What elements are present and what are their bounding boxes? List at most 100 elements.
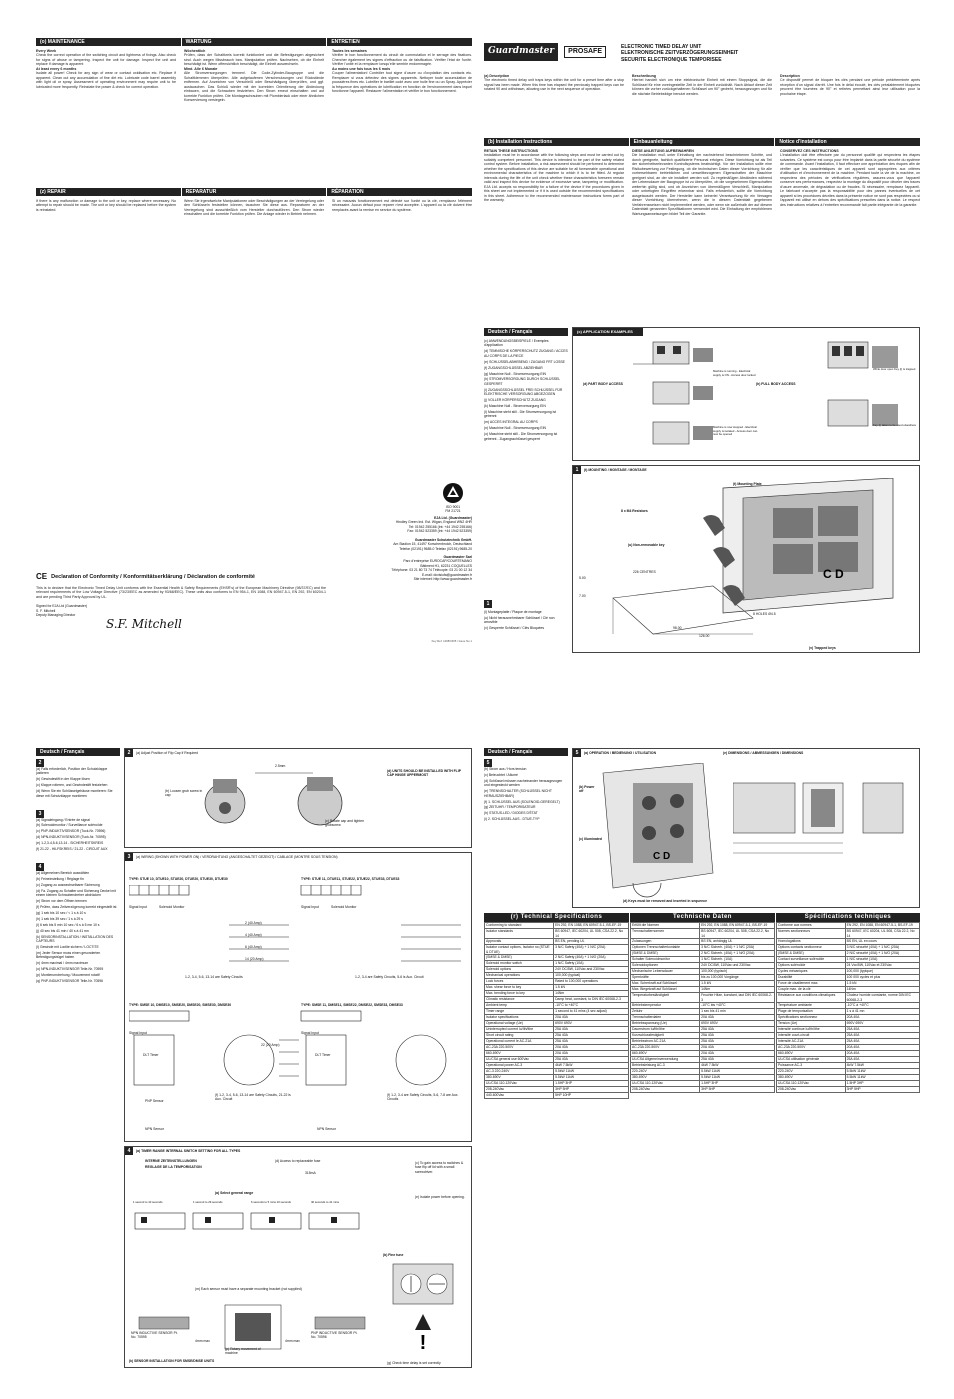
flip-head: (a) Adjust Position of Flip Cap if Requi…: [136, 750, 199, 755]
install-head-fr: Notice d'installation: [775, 138, 921, 146]
step-3-badge: 3: [36, 809, 44, 818]
spec-fr: Spécifications techniques Conforme aux n…: [776, 913, 921, 1094]
mounting-diagram: C D: [612, 478, 894, 635]
declaration-body: This is to declare that the Electronic T…: [36, 586, 326, 599]
fine-tune-diagram: !: [392, 1263, 454, 1354]
install-de: DIESE ANLEITUNG AUFBEWAHREN Die Installa…: [632, 149, 772, 216]
amp-1: 2 (40 Amp): [245, 921, 262, 925]
dimensions-diagram: [733, 782, 904, 854]
range-2: 1 second to 29 seconds: [193, 1200, 223, 1204]
pnp-sensor: PNP INDUCTIVE SENSOR Pt. No. 70596: [311, 1331, 358, 1340]
uk-company: EJA Ltd. (Guardmaster): [434, 516, 472, 520]
signal-input-4: Signal Input: [301, 1031, 319, 1035]
wiring-type-4: TYPE: SMSE 11, DMSE11, SMSE22, DMSE22, S…: [301, 1003, 403, 1007]
wiring-type-1: TYPE: STUE 10, DTUE10, STUE20, DTUE20, S…: [129, 877, 228, 881]
legend-item: (h) 1 sek bis 39 sec / 1 s à 29 s: [36, 916, 83, 921]
legend-item: (h) STATUS-LED / DIODES D'ÉTAT: [484, 811, 538, 816]
install-en-body: Installation must be in accordance with …: [484, 153, 624, 203]
prosafe-logo: PROSAFE: [564, 45, 606, 59]
svg-text:C D: C D: [823, 567, 844, 581]
dim-98: 98.00: [673, 626, 682, 630]
spec-de-head: Technische Daten: [630, 913, 775, 922]
de-tel: Telefon (02191) 9685-0 Telefax (02191) 9…: [399, 546, 472, 551]
legend-item: (g) ZEITUHR / TEMPORISATEUR: [484, 805, 536, 810]
desc-de-head: Beschreibung: [632, 74, 656, 78]
timer-access: (d) Access to replaceable fuse: [275, 1159, 321, 1163]
illuminated: (c) Illuminated: [579, 837, 602, 841]
legend-item: (m) Jeder Sensor muss einen gesonderten …: [36, 950, 101, 960]
legend-item: (k) SENSORINSTALLATION / INSTALLATION DE…: [36, 934, 114, 944]
spec-label: Isolator contact options, Isolator no (S…: [483, 944, 555, 956]
declaration: CE Declaration of Conformity / Konformit…: [36, 572, 326, 631]
legend-item: (d) NPN-INDUKTIVSENSOR (Tuck-Nr. 70595): [36, 835, 106, 840]
spec-label: 440-600Vac: [483, 1092, 555, 1100]
install-en-sub: RETAIN THESE INSTRUCTIONS: [484, 149, 539, 153]
legend-item: (m) ACCES INTEGRAL AU CORPS: [484, 420, 538, 425]
step-1-mount-badge: 1: [573, 466, 581, 474]
legend2-column: Deutsch / Français 2 (a) Falls erforderl…: [36, 748, 120, 985]
timer-label-2: DLT Timer: [315, 1053, 331, 1057]
legend-item: (f) 21-22 - HILFSKREIS / 21-22 - CIRCUIT…: [36, 847, 108, 852]
wiring-diagrams: [129, 885, 461, 1086]
step-4-badge: 4: [36, 863, 44, 872]
desc-en-body: The electronic timed delay unit traps ke…: [484, 78, 624, 92]
isolate-power: (e) Isolate power before opening.: [415, 1195, 465, 1199]
signature: S.F. Mitchell: [106, 617, 182, 631]
app-note-3: While door open Key (i) is trapped: [873, 367, 916, 371]
legend-column-2: 1 (l) Montageplatte / Plaque de montage(…: [484, 600, 568, 632]
maint-en-title2: At least every 6 months: [36, 66, 77, 71]
npn-label-2: NPN Sensor: [317, 1127, 336, 1131]
timer-head: (a) TIMER RANGE INTERNAL SWITCH SETTING …: [136, 1148, 241, 1153]
legend-item: (d) Wenn Sie ein Schlüsselgehäuse montie…: [36, 789, 113, 798]
logo-area: Guardmaster PROSAFE: [484, 38, 614, 66]
legend-item: (o) Maschine steht still - Die Stromvers…: [484, 432, 558, 441]
legend-item: (e) SCHLÜSSELABHEBEND / ZUGANG FRT LOSSE: [484, 359, 565, 364]
svg-text:!: !: [420, 1332, 427, 1354]
legend5-list: (b) Strom aus / Hors tension(c) Beleucht…: [484, 767, 568, 822]
screws-label: 8 x M4 Resistors: [621, 509, 648, 513]
wiring-type-2: TYPE: STUE 11, DTUE11, STUE22, DTUE22, S…: [301, 877, 400, 881]
legend-item: (n) 4mm maximal / 4mm maximum: [36, 961, 89, 966]
power-off: (b) Power off: [579, 785, 595, 794]
repair-header: (z) REPAIR REPARATUR RÉPARATION: [36, 188, 473, 196]
legend-item: (f) 1. SCHLÜSSEL AUS (SOLENOID-GEREGELT): [484, 799, 560, 804]
nonremovable-label: (u) Non-removable key: [628, 543, 665, 547]
maint-fr-title2: Au moins une fois tous les 6 mois: [332, 66, 391, 71]
pnp-label: PNP Sensor: [145, 1099, 164, 1103]
legend-item: (h) STROMVERSORGUNG DURCH SCHLÜSSEL GESP…: [484, 377, 560, 386]
amp-5: 22 (20 Amp): [261, 1043, 280, 1047]
spec-value: Chaleur humide constante, norme DIN IEC …: [844, 992, 921, 1004]
svg-text:C D: C D: [653, 851, 670, 862]
install-fr-body: L'installation doit être effectuée par d…: [780, 153, 920, 207]
legend-list: (c) ANWENDUNGSBEISPIELE / Exemples d'app…: [484, 339, 568, 441]
circuit-note-4: (f) 1-2, 3-4 are Safety Circuits, 5-6, 7…: [387, 1093, 459, 1102]
legend-item: (a) Signaleingang / Entrée de signal: [36, 817, 90, 822]
desc-fr-body: Ce dispositif permet de bloquer les clés…: [780, 78, 920, 96]
maint-fr-title: Toutes les semaines: [332, 49, 367, 53]
range-3: 6 seconds to 5 mins 10 seconds: [251, 1200, 291, 1204]
legend-item: (c) Klappe rotieren, und Gewindestift fe…: [36, 783, 108, 788]
amp-2: 4 (40 Amp): [245, 933, 262, 937]
legend-item: (c) ANWENDUNGSBEISPIELE / Exemples d'app…: [484, 339, 549, 348]
spec-label: Normes sectionneurs: [776, 927, 846, 940]
de-company: Guardmaster Schutztechnik GmbH.: [414, 537, 472, 542]
full-body-diagram: [827, 341, 898, 427]
trapped-label: (v) Trapped keys: [809, 646, 836, 650]
timer-fr: REGLAGE DE LA TEMPORISATION: [145, 1165, 202, 1169]
legend-item: (j) 40 sec bis 41 min / 40 s à 41 mn: [36, 928, 89, 933]
flip-c: (c) Rotate cap and tighten grubscrew: [325, 819, 365, 828]
repair-fr: Si un mauvais fonctionnement est détecté…: [332, 199, 472, 212]
operation-diagram: C D: [602, 763, 714, 898]
page-wiring: Deutsch / Français 2 (a) Falls erforderl…: [36, 748, 472, 1368]
legend-item: (k) Maschine Null - Stromversorgung EIN: [484, 404, 546, 409]
npn-label: NPN Sensor: [145, 1127, 164, 1131]
max-gap-2: 4mm max: [285, 1339, 300, 1343]
install-en: RETAIN THESE INSTRUCTIONS Installation m…: [484, 149, 624, 203]
dim-126: 126.00: [699, 634, 710, 638]
maint-en-body: Check the correct operation of the switc…: [36, 53, 176, 67]
spec-value: BS 60947, IEC 60204, UL 508, CSA 22.2, N…: [699, 927, 775, 940]
app-note-1: Machine is running - Electrical supply i…: [713, 369, 756, 377]
company-block: EJA Ltd. (Guardmaster) Hindley Green Ind…: [336, 516, 472, 581]
